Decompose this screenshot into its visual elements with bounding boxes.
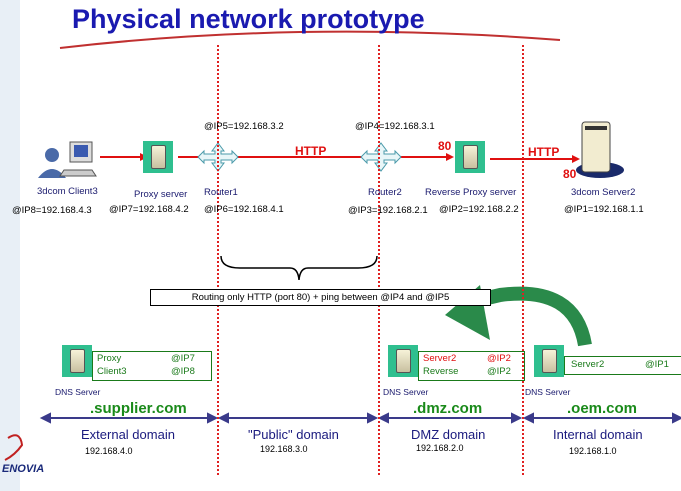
router1-name: Router1: [204, 187, 238, 198]
dns-forward-arrow: [468, 286, 592, 347]
routing-note: Routing only HTTP (port 80) + ping betwe…: [150, 289, 491, 306]
router2-icon: [360, 142, 402, 172]
revproxy-port: 80: [438, 139, 452, 153]
boundary-1: [217, 45, 219, 475]
router2-ip-top: @IP4=192.168.3.1: [355, 121, 435, 132]
domain-name-public: "Public" domain: [248, 427, 339, 442]
router2-name: Router2: [368, 187, 402, 198]
title-underline: [59, 30, 561, 49]
page-title: Physical network prototype: [72, 4, 425, 34]
server-tower-icon: [576, 121, 624, 178]
dns-entry-ip: @IP2: [487, 353, 511, 364]
domain-arrows: [39, 412, 681, 424]
dns-entry-name: Reverse: [423, 366, 459, 377]
router1-ip-bottom: @IP6=192.168.4.1: [204, 204, 284, 215]
client-name: 3dcom Client3: [37, 186, 98, 197]
proxy-name: Proxy server: [134, 189, 188, 200]
dns-entry-name: Server2: [571, 359, 605, 370]
domain-net-public: 192.168.3.0: [260, 444, 308, 454]
domain-suffix-dmz: .dmz.com: [413, 400, 483, 417]
dns-entry-ip: @IP2: [487, 366, 511, 377]
dns-server-icon-dmz: [388, 345, 418, 377]
brace: [220, 255, 378, 281]
dns-entry-name: Proxy: [97, 353, 122, 364]
boundary-2: [378, 45, 380, 475]
dns-server-label: DNS Server: [525, 387, 571, 397]
domain-name-internal: Internal domain: [553, 427, 643, 442]
dns-server-label: DNS Server: [55, 387, 101, 397]
domain-suffix-oem: .oem.com: [567, 400, 638, 417]
proxy-server-icon: [143, 141, 173, 173]
server-name: 3dcom Server2: [571, 187, 636, 198]
dns-table-dmz: Server2 @IP2 Reverse @IP2: [418, 351, 525, 381]
dns-server-label: DNS Server: [383, 387, 429, 397]
server-ip: @IP1=192.168.1.1: [564, 204, 644, 215]
left-decoration: [0, 0, 20, 491]
domain-net-internal: 192.168.1.0: [569, 446, 617, 456]
logo-mark: [4, 434, 24, 461]
client-ip: @IP8=192.168.4.3: [12, 205, 92, 216]
boundary-3: [522, 45, 524, 475]
revproxy-ip: @IP2=192.168.2.2: [439, 204, 519, 215]
domain-suffix-supplier: .supplier.com: [90, 400, 187, 417]
revproxy-name: Reverse Proxy server: [425, 187, 517, 198]
proxy-ip: @IP7=192.168.4.2: [109, 204, 189, 215]
title-swoosh: [0, 0, 681, 60]
dns-entry-ip: @IP7: [171, 353, 195, 364]
server-port: 80: [563, 167, 577, 181]
dns-table-internal: Server2 @IP1: [564, 356, 681, 375]
router1-ip-top: @IP5=192.168.3.2: [204, 121, 284, 132]
dns-entry-name: Client3: [97, 366, 127, 377]
dns-table-external: Proxy @IP7 Client3 @IP8: [92, 351, 212, 381]
enovia-logo: ENOVIA: [2, 463, 45, 475]
dns-entry-name: Server2: [423, 353, 457, 364]
dns-server-icon-external: [62, 345, 92, 377]
dns-entry-ip: @IP1: [645, 359, 669, 370]
domain-name-external: External domain: [81, 427, 175, 442]
http-label-1: HTTP: [295, 144, 327, 158]
domain-net-dmz: 192.168.2.0: [416, 443, 464, 453]
domain-net-external: 192.168.4.0: [85, 446, 133, 456]
client-computer-icon: [38, 141, 97, 178]
dns-server-icon-internal: [534, 345, 564, 377]
router2-ip-bottom: @IP3=192.168.2.1: [348, 205, 428, 216]
dns-entry-ip: @IP8: [171, 366, 195, 377]
http-label-2: HTTP: [528, 145, 560, 159]
reverse-proxy-server-icon: [455, 141, 485, 173]
domain-name-dmz: DMZ domain: [411, 427, 486, 442]
